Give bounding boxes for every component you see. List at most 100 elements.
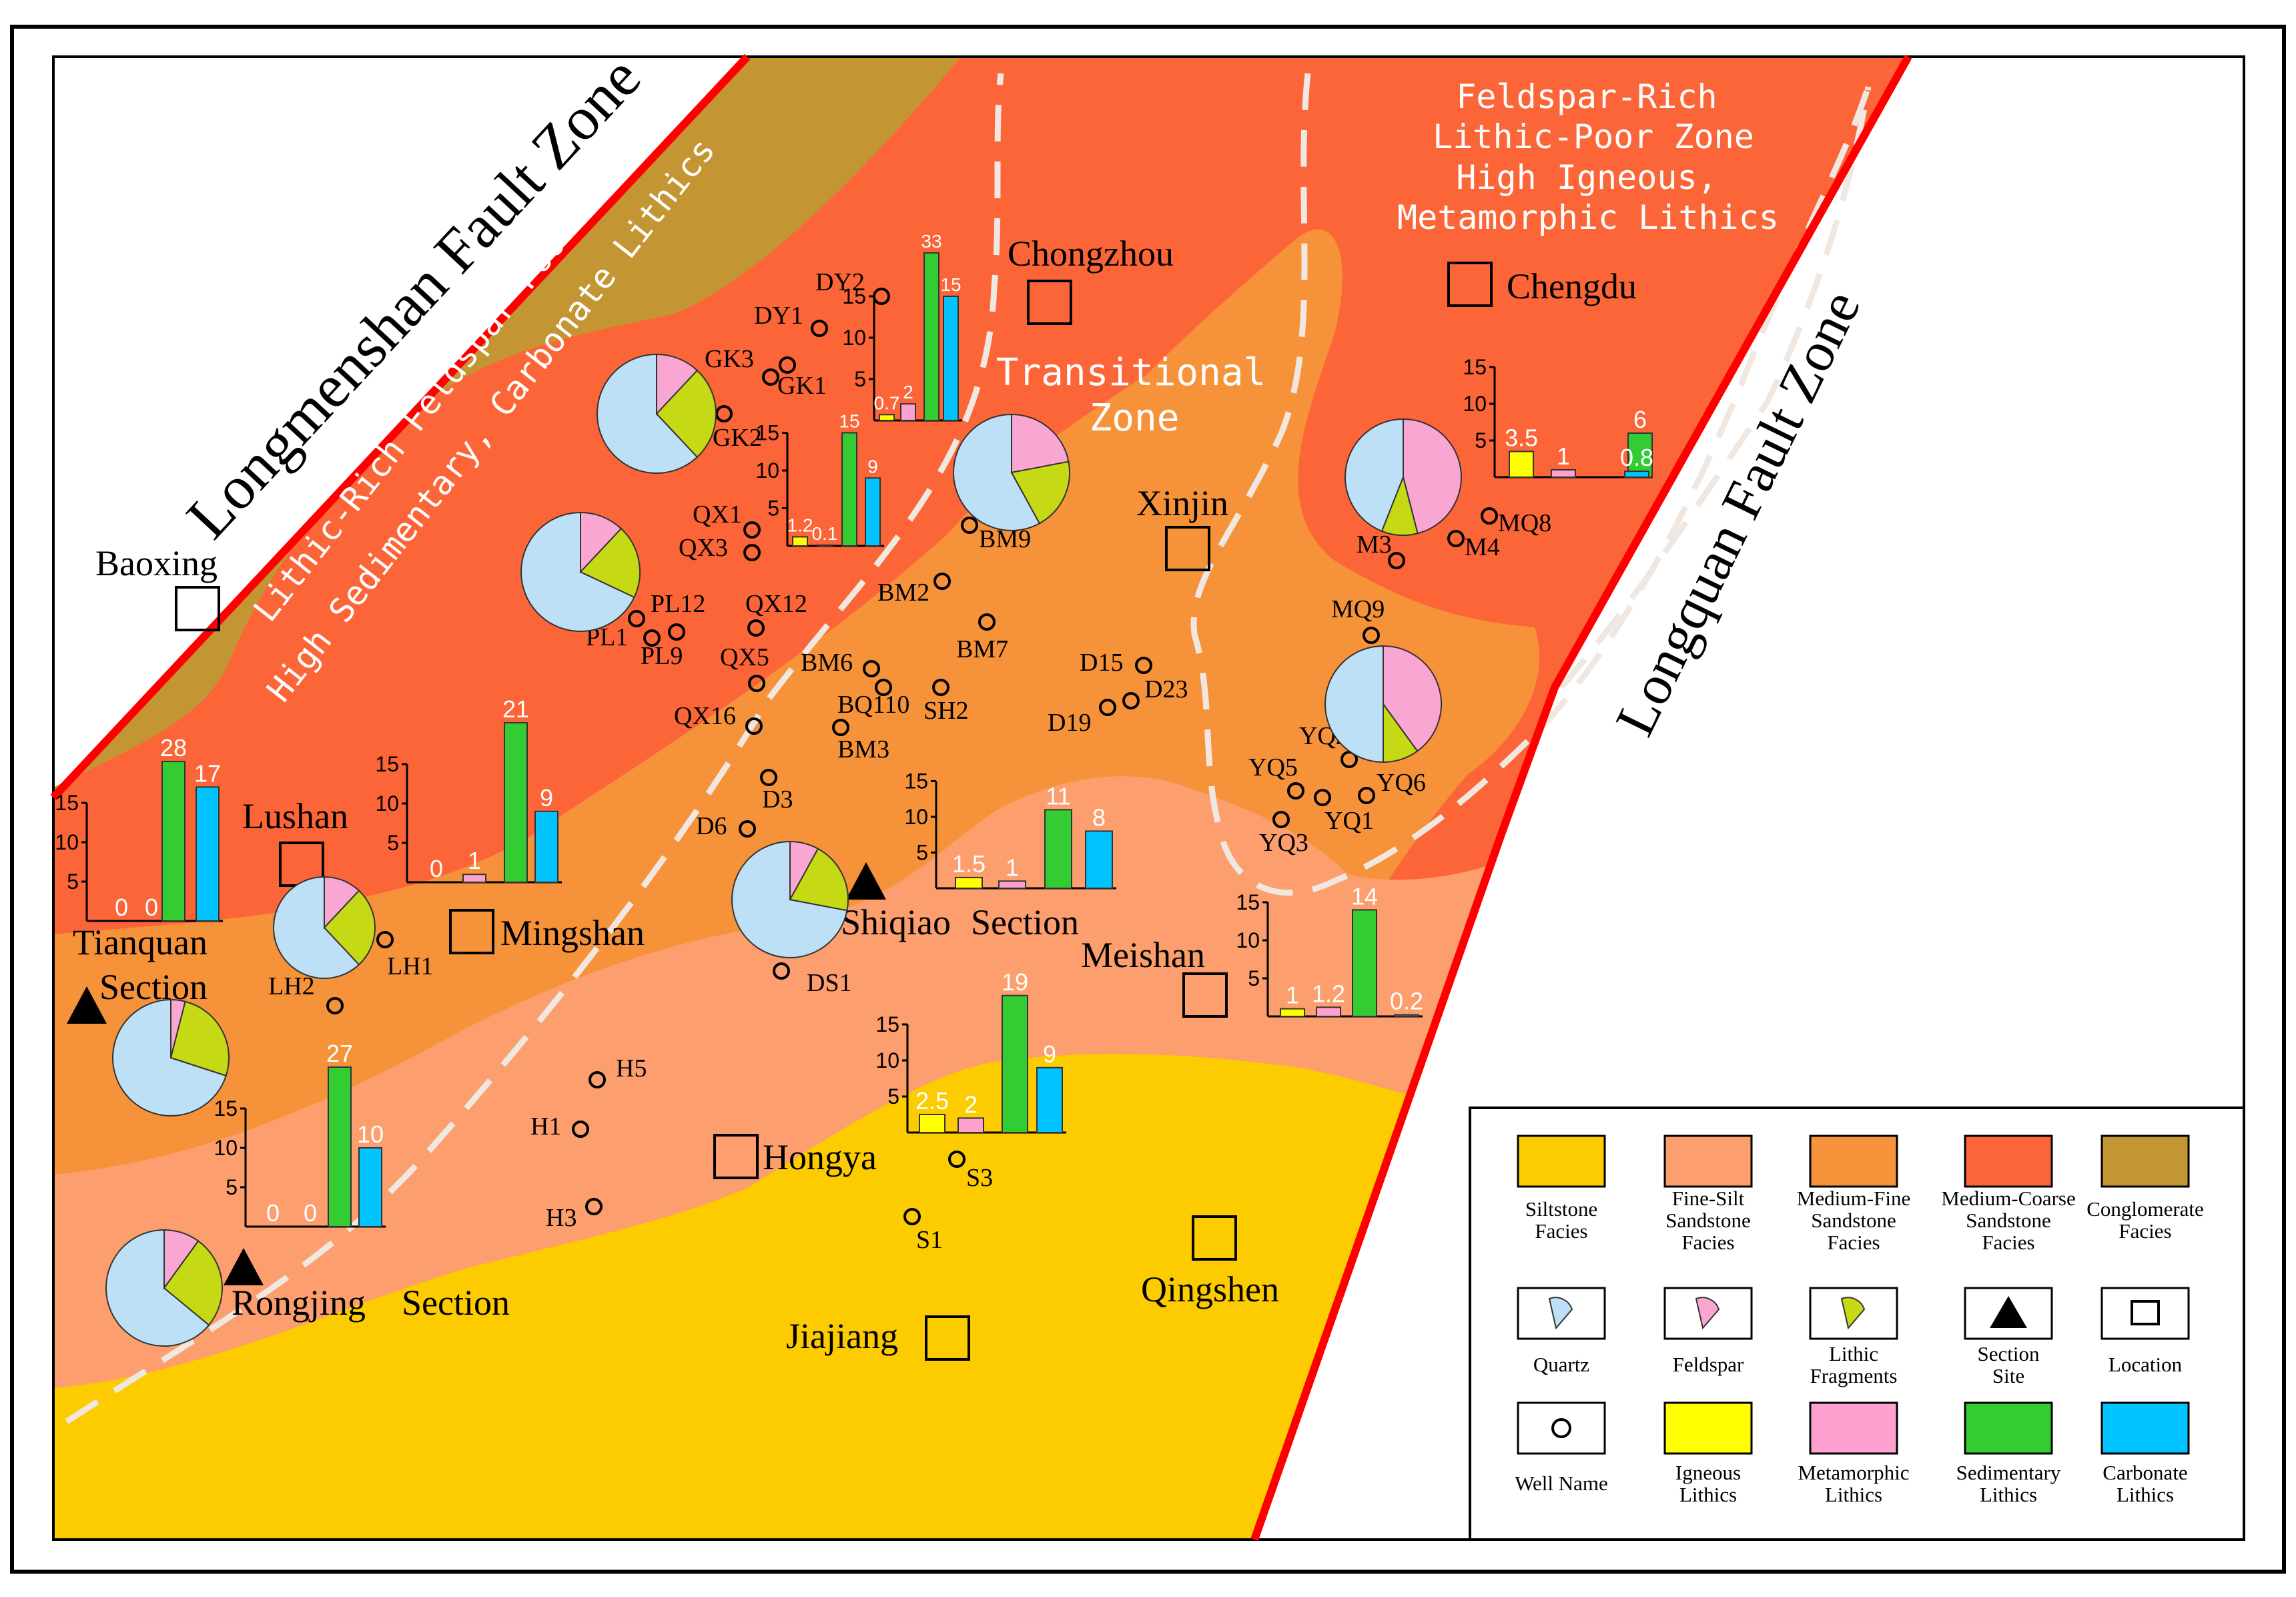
well-label: H1	[530, 1112, 561, 1141]
pie-slice-quartz	[953, 413, 1041, 531]
bar-tick-label: 5	[1248, 966, 1260, 990]
well-label: SH2	[923, 697, 969, 725]
bar-sedimentary	[1044, 809, 1072, 890]
well-marker	[739, 820, 756, 838]
pie-slice-feldspar	[656, 353, 699, 416]
legend-label: Sandstone	[1811, 1209, 1896, 1232]
bar-tick-label: 10	[1236, 928, 1260, 952]
location-jiajiang: Jiajiang	[786, 1315, 970, 1361]
well-qx3: QX3	[679, 534, 761, 562]
location-mingshan: Mingshan	[449, 909, 645, 954]
well-gk1: GK1	[762, 368, 827, 400]
well-label: BM7	[956, 635, 1008, 663]
pie-slice-quartz	[1345, 418, 1404, 533]
location-meishan: Meishan	[1081, 935, 1228, 1018]
section-label: Shiqiao	[841, 902, 951, 942]
well-marker	[1099, 699, 1116, 716]
legend-label: Well Name	[1515, 1472, 1608, 1495]
bar-tick-label: 15	[1463, 355, 1487, 379]
bar-sedimentary	[841, 432, 857, 547]
bar-value-label: 0	[145, 894, 158, 921]
well-d6: D6	[696, 812, 756, 840]
well-h1: H1	[530, 1112, 589, 1141]
bar-tick-label: 10	[755, 458, 779, 483]
bar-tick-label: 10	[1463, 392, 1487, 416]
legend-swatch	[1809, 1401, 1898, 1455]
bar-value-label: 28	[160, 734, 187, 761]
bar-sedimentary	[923, 252, 939, 421]
legend-label: Carbonate	[2102, 1461, 2187, 1484]
well-qx12: QX12	[745, 590, 807, 637]
well-label: MQ9	[1331, 595, 1385, 623]
legend-wedge	[1548, 1297, 1573, 1330]
feldspar-rich-zone-label-1: Feldspar-Rich	[1456, 77, 1717, 116]
well-marker	[748, 675, 765, 692]
bar-carbonate	[865, 477, 881, 547]
legend-swatch	[2100, 1401, 2190, 1455]
bar-tick-label: 15	[842, 284, 866, 308]
bar-value-label: 2.5	[915, 1087, 949, 1114]
legend-triangle	[1990, 1296, 2027, 1328]
legend-label: Lithics	[1980, 1483, 2037, 1506]
boundary-west	[65, 73, 1004, 1424]
location-chongzhou: Chongzhou	[1008, 234, 1174, 325]
bar-tick-label: 10	[55, 830, 79, 854]
bar-value-label: 0	[266, 1199, 280, 1227]
well-marker	[832, 719, 849, 736]
bar-value-label: 8	[1092, 804, 1106, 831]
bar-tick-label: 5	[226, 1175, 238, 1199]
section-label: Tianquan	[73, 922, 208, 962]
pie-slice-feldspar	[580, 511, 623, 574]
facies-siltstone	[53, 1054, 1435, 1540]
bar-tick-label: 15	[214, 1096, 238, 1121]
well-label: MQ8	[1498, 509, 1551, 537]
pie-slice-lithic-fragments	[323, 890, 376, 966]
well-marker	[743, 544, 761, 561]
bar-value-label: 14	[1351, 882, 1378, 910]
bar-value-label: 10	[357, 1121, 384, 1148]
bar-carbonate	[1394, 1014, 1419, 1017]
well-m4: M4	[1447, 530, 1500, 561]
bar-igneous	[919, 1114, 945, 1133]
well-d3: D3	[760, 769, 793, 814]
bar-value-label: 0	[304, 1199, 317, 1227]
bar-value-label: 1	[1006, 854, 1019, 881]
well-marker	[779, 356, 796, 374]
well-yq6: YQ6	[1358, 769, 1426, 804]
legend-label: Lithic	[1829, 1342, 1878, 1365]
well-bm6: BM6	[801, 649, 880, 677]
bar-tick-label: 5	[854, 367, 866, 391]
well-marker	[585, 1198, 603, 1215]
well-h5: H5	[589, 1054, 647, 1088]
bar-value-label: 6	[1633, 406, 1647, 433]
legend-item-feldspar: Feldspar	[1663, 1287, 1753, 1376]
location-marker	[175, 586, 220, 631]
location-marker	[449, 909, 494, 954]
bar-value-label: 19	[1002, 968, 1028, 996]
pie-slice-quartz	[520, 511, 635, 632]
well-label: S1	[916, 1226, 943, 1254]
well-label: YQ6	[1377, 769, 1426, 797]
pie-slice-quartz	[597, 353, 699, 474]
pie-lushan	[273, 876, 376, 979]
legend-label: Facies	[1535, 1219, 1587, 1243]
pie-chengdu	[1345, 418, 1463, 536]
pie-slice-feldspar	[1403, 418, 1463, 535]
well-lh1: LH1	[376, 931, 434, 980]
well-label: D3	[762, 785, 793, 814]
bar-tick-label: 5	[67, 870, 79, 894]
bar-value-label: 27	[326, 1040, 353, 1067]
bar-tick-label: 15	[1236, 890, 1260, 914]
well-marker	[863, 660, 880, 677]
